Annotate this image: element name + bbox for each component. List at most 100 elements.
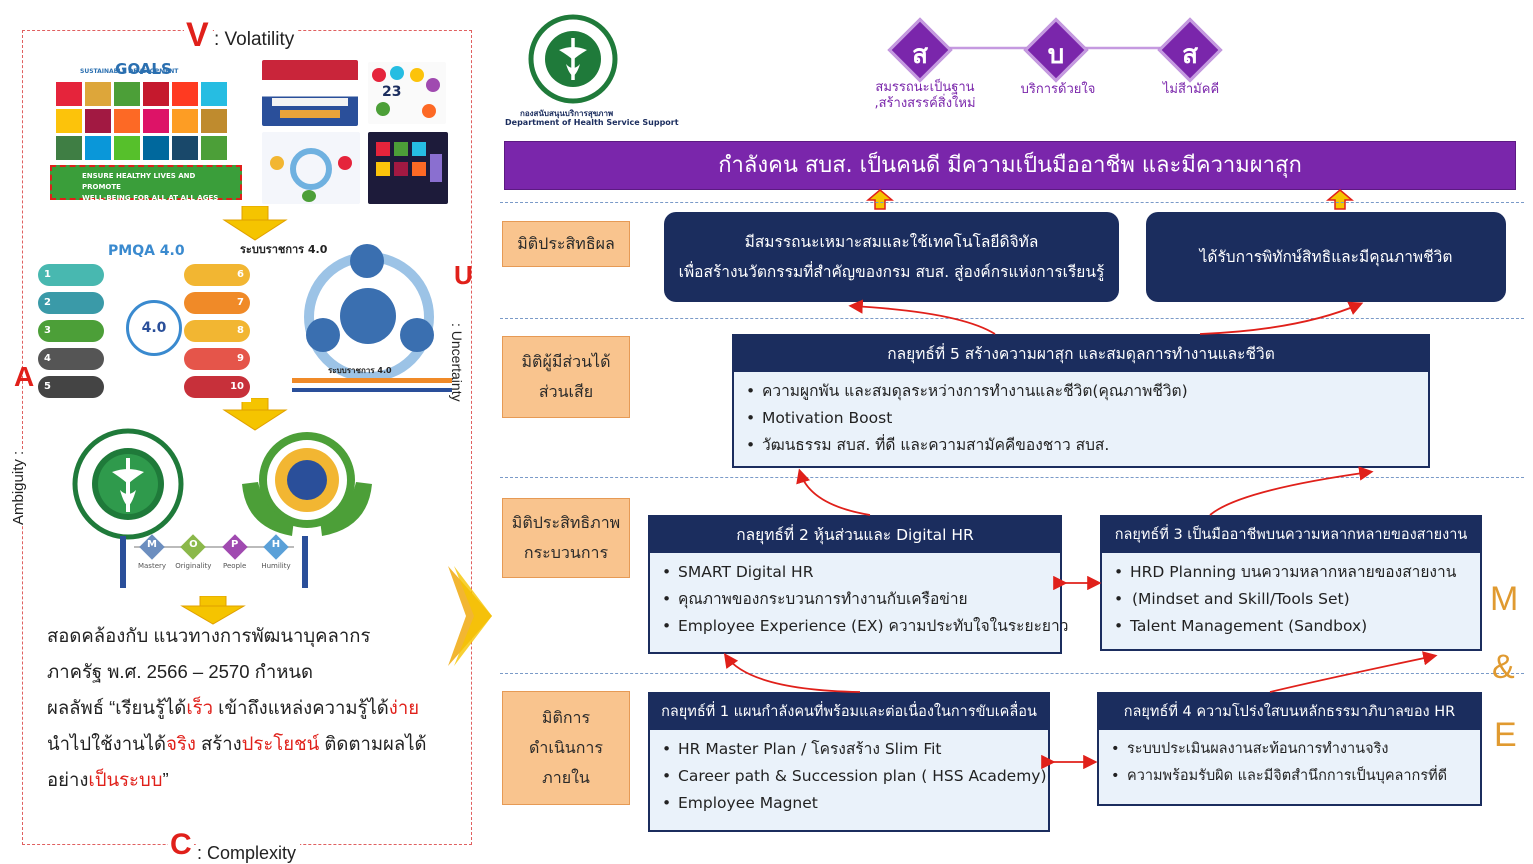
strategy-3-box: กลยุทธ์ที่ 3 เป็นมืออาชีพบนความหลากหลายข… (1100, 515, 1482, 651)
strategy-3-item: Talent Management (Sandbox) (1114, 613, 1470, 640)
outcome-rights-quality-of-life: ได้รับการพิทักษ์สิทธิและมีคุณภาพชีวิต (1146, 212, 1506, 302)
down-arrow-3 (180, 596, 246, 625)
strategy-3-item: HRD Planning บนความหลากหลายของสายงาน (1114, 559, 1470, 586)
department-name-english: Department of Health Service Support (505, 118, 679, 127)
strategy-2-title: กลยุทธ์ที่ 2 หุ้นส่วนและ Digital HR (650, 517, 1060, 553)
core-value-caption-1: สมรรถนะเป็นฐาน ,สร้างสรรค์สิ่งใหม่ (874, 80, 976, 111)
sdg-tile (56, 136, 82, 160)
sdg-tile (56, 109, 82, 133)
sdg-tile (172, 136, 198, 160)
strategy-5-item: ความผูกพัน และสมดุลระหว่างการทำงานและชีว… (746, 378, 1418, 405)
department-name-thai: กองสนับสนุนบริการสุขภาพ (520, 109, 614, 118)
pmqa-pill-7: 7 (184, 292, 250, 314)
ring-center (340, 288, 396, 344)
sdg-tile (172, 109, 198, 133)
caption-underline (292, 378, 452, 383)
government-4-0-title: ระบบราชการ 4.0 (240, 243, 328, 256)
me-letter-m: M (1490, 580, 1519, 618)
sdg-tile (143, 82, 169, 106)
sdg-tile (201, 82, 227, 106)
vuca-v-letter: V (184, 16, 211, 54)
separator-1 (500, 202, 1524, 203)
sdg-tile (85, 82, 111, 106)
sdg-tile (201, 136, 227, 160)
pmqa-pill-8: 8 (184, 320, 250, 342)
sdg-tile (85, 109, 111, 133)
strategy-1-box: กลยุทธ์ที่ 1 แผนกำลังคนที่พร้อมและต่อเนื… (648, 692, 1050, 832)
sdg-tile (114, 109, 140, 133)
strategy-3-item: (Mindset and Skill/Tools Set) (1114, 586, 1470, 613)
sdg-goals-image: SUSTAINABLE DEVELOPMENT GOALS ENSURE HEA… (50, 58, 245, 203)
hands-globe-icon (242, 432, 372, 536)
sdg-tile (143, 136, 169, 160)
pmqa-title: PMQA 4.0 (108, 243, 185, 259)
down-arrow-2 (222, 398, 288, 431)
vision-banner: กำลังคน สบส. เป็นคนดี มีความเป็นมืออาชีพ… (504, 141, 1516, 190)
pmqa-pill-4: 4 (38, 348, 104, 370)
chevron-right-icon (448, 566, 492, 666)
sdg-title: SUSTAINABLE DEVELOPMENT GOALS (80, 60, 179, 78)
strategy-1-title: กลยุทธ์ที่ 1 แผนกำลังคนที่พร้อมและต่อเนื… (650, 694, 1048, 730)
dimension-internal-operation: มิติการดำเนินการภายใน (502, 691, 630, 805)
government-4-0-caption: ระบบราชการ 4.0 (328, 366, 392, 375)
strategy-4-item: ระบบประเมินผลงานสะท้อนการทำงานจริง (1111, 736, 1470, 763)
strategy-4-title: กลยุทธ์ที่ 4 ความโปร่งใสบนหลักธรรมาภิบาล… (1099, 694, 1480, 730)
mophi-word: Humility (261, 562, 291, 570)
up-arrow-right (1326, 189, 1354, 210)
government-4-0-infographic: ระบบราชการ 4.0 ระบบราชการ 4.0 (232, 238, 464, 400)
pmqa-pill-5: 5 (38, 376, 104, 398)
pmqa-pill-6: 6 (184, 264, 250, 286)
dimension-stakeholder: มิติผู้มีส่วนได้ส่วนเสีย (502, 336, 630, 418)
down-arrow-1 (222, 206, 288, 241)
vuca-a-word: Ambiguity : (10, 450, 27, 525)
ring-node-left (306, 318, 340, 352)
ring-node-right (400, 318, 434, 352)
me-ampersand: & (1492, 648, 1515, 686)
vuca-a-letter: A (14, 361, 35, 392)
strategy-5-box: กลยุทธ์ที่ 5 สร้างความผาสุก และสมดุลการท… (732, 334, 1430, 468)
mophi-word: Mastery (137, 562, 167, 570)
sdg-tile (201, 109, 227, 133)
vuca-u-letter: U (454, 260, 473, 290)
strategy-2-item: คุณภาพของกระบวนการทำงานกับเครือข่าย (662, 586, 1050, 613)
sdg-tile (114, 136, 140, 160)
core-value-caption-3: ไม่สีามัคคี (1162, 82, 1220, 97)
ring-node-top (350, 244, 384, 278)
sdg-goal3-banner: ENSURE HEALTHY LIVES AND PROMOTE WELL-BE… (50, 165, 242, 202)
separator-4 (500, 673, 1524, 674)
pmqa-center-circle: 4.0 (126, 300, 182, 356)
strategy-1-item: HR Master Plan / โครงสร้าง Slim Fit (662, 736, 1038, 763)
policy-document-thumbnail (262, 60, 358, 126)
pmqa-pill-9: 9 (184, 348, 250, 370)
separator-3 (500, 477, 1524, 478)
sdg-tile (56, 82, 82, 106)
mophi-word: People (223, 562, 247, 570)
strategy-2-item: SMART Digital HR (662, 559, 1050, 586)
strategy-5-item: วัฒนธรรม สบส. ที่ดี และความสามัคคีของชาว… (746, 432, 1418, 459)
outcome-competency-digital: มีสมรรถนะเหมาะสมและใช้เทคโนโลยีดิจิทัล เ… (664, 212, 1119, 302)
strategy-4-box: กลยุทธ์ที่ 4 ความโปร่งใสบนหลักธรรมาภิบาล… (1097, 692, 1482, 806)
mophi-word: Originality (175, 562, 212, 570)
sdg-tile-grid (56, 82, 236, 160)
me-letter-e: E (1494, 716, 1517, 754)
sdg-tile (172, 82, 198, 106)
core-value-caption-2: บริการด้วยใจ (1020, 82, 1096, 97)
dark-collage-thumbnail (368, 132, 448, 204)
dimension-effectiveness: มิติประสิทธิผล (502, 221, 630, 267)
strategy-1-item: Career path & Succession plan ( HSS Acad… (662, 763, 1047, 790)
circular-infographic-thumbnail (262, 132, 360, 204)
department-emblem-icon (528, 14, 618, 104)
dimension-process-efficiency: มิติประสิทธิภาพกระบวนการ (502, 498, 630, 578)
sdg-tile (114, 82, 140, 106)
separator-2 (500, 318, 1524, 319)
caption-underline-2 (292, 388, 452, 392)
core-value-node-1: ส (887, 17, 953, 83)
pmqa-pill-3: 3 (38, 320, 104, 342)
pmqa-pill-1: 1 (38, 264, 104, 286)
strategy-5-title: กลยุทธ์ที่ 5 สร้างความผาสุก และสมดุลการท… (734, 336, 1428, 372)
pmqa-infographic: PMQA 4.0 1 2 3 4 5 4.0 6 7 8 9 10 (36, 240, 251, 402)
